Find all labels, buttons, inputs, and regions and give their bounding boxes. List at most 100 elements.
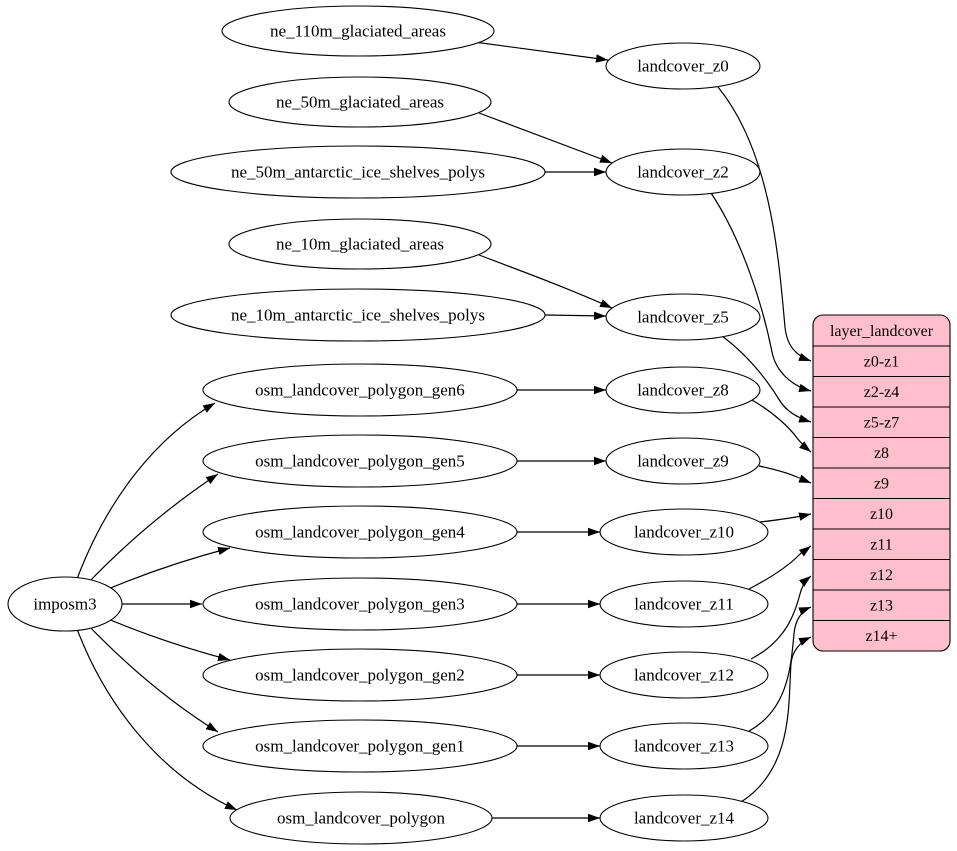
node-label-ne_50m_antarctic_ice_shelves_polys: ne_50m_antarctic_ice_shelves_polys [231, 163, 485, 182]
node-label-landcover_z0: landcover_z0 [637, 57, 729, 76]
record-row-label-z12: z12 [870, 567, 893, 584]
node-label-osm_landcover_polygon_gen3: osm_landcover_polygon_gen3 [255, 595, 465, 614]
record-row-z5-z7: z5-z7 [864, 415, 900, 432]
node-osm_landcover_polygon_gen5: osm_landcover_polygon_gen5 [202, 434, 518, 488]
node-landcover_z9: landcover_z9 [605, 437, 761, 485]
node-ellipse-landcover_z12 [599, 651, 769, 699]
node-osm_landcover_polygon_gen2: osm_landcover_polygon_gen2 [202, 648, 518, 702]
node-label-landcover_z14: landcover_z14 [634, 809, 735, 828]
record-frame [812, 314, 951, 652]
node-ellipse-landcover_z11 [599, 580, 769, 628]
record-row-label-z10: z10 [870, 506, 893, 523]
node-label-landcover_z8: landcover_z8 [637, 381, 729, 400]
node-label-landcover_z13: landcover_z13 [634, 737, 734, 756]
node-ellipse-imposm3 [7, 576, 123, 632]
edge-ne_110m_glaciated_areas-to-landcover_z0 [473, 41, 609, 63]
node-ellipse-osm_landcover_polygon_gen1 [202, 719, 518, 773]
node-label-osm_landcover_polygon_gen5: osm_landcover_polygon_gen5 [255, 452, 465, 471]
node-label-osm_landcover_polygon_gen4: osm_landcover_polygon_gen4 [255, 523, 465, 542]
node-ellipse-landcover_z9 [605, 437, 761, 485]
edge-imposm3-to-osm_landcover_polygon_gen4 [100, 546, 231, 593]
record-row-z0-z1: z0-z1 [864, 354, 900, 371]
node-imposm3: imposm3 [7, 576, 123, 632]
record-row-label-z9: z9 [874, 476, 889, 493]
edge-imposm3-to-osm_landcover_polygon_gen6 [76, 402, 216, 580]
record-row-label-z14+: z14+ [865, 628, 897, 645]
record-row-z11: z11 [870, 537, 893, 554]
record-row-z9: z9 [874, 476, 889, 493]
node-ne_10m_antarctic_ice_shelves_polys: ne_10m_antarctic_ice_shelves_polys [170, 288, 546, 342]
node-label-osm_landcover_polygon: osm_landcover_polygon [277, 809, 446, 828]
record-layer_landcover: layer_landcover z0-z1 z2-z4 z5-z7 z8 z9 z10 z11… [812, 314, 951, 652]
node-label-landcover_z5: landcover_z5 [637, 308, 729, 327]
node-label-landcover_z2: landcover_z2 [637, 163, 729, 182]
node-ellipse-landcover_z8 [605, 366, 761, 414]
node-ellipse-osm_landcover_polygon [229, 791, 493, 845]
node-landcover_z8: landcover_z8 [605, 366, 761, 414]
node-ne_10m_glaciated_areas: ne_10m_glaciated_areas [228, 218, 492, 270]
node-ne_50m_antarctic_ice_shelves_polys: ne_50m_antarctic_ice_shelves_polys [170, 145, 546, 199]
node-label-osm_landcover_polygon_gen6: osm_landcover_polygon_gen6 [255, 381, 465, 400]
node-landcover_z13: landcover_z13 [599, 722, 769, 770]
edge-landcover_z2-to-layer_landcover.z2-z4 [710, 192, 812, 393]
record-row-z12: z12 [870, 567, 893, 584]
node-ellipse-osm_landcover_polygon_gen2 [202, 648, 518, 702]
node-osm_landcover_polygon_gen1: osm_landcover_polygon_gen1 [202, 719, 518, 773]
edge-ne_10m_glaciated_areas-to-landcover_z5 [478, 254, 613, 309]
node-landcover_z10: landcover_z10 [599, 508, 769, 556]
node-landcover_z0: landcover_z0 [605, 42, 761, 90]
node-osm_landcover_polygon_gen3: osm_landcover_polygon_gen3 [202, 577, 518, 631]
edge-imposm3-to-osm_landcover_polygon_gen5 [85, 473, 219, 586]
edge-imposm3-to-osm_landcover_polygon_gen2 [100, 615, 231, 662]
edge-landcover_z10-to-layer_landcover.z10 [759, 512, 812, 523]
edge-landcover_z9-to-layer_landcover.z9 [758, 465, 812, 484]
node-ne_110m_glaciated_areas: ne_110m_glaciated_areas [221, 5, 495, 57]
node-label-landcover_z12: landcover_z12 [634, 666, 734, 685]
record-row-z8: z8 [874, 445, 889, 462]
record-row-label-z2-z4: z2-z4 [864, 384, 900, 401]
record-row-z2-z4: z2-z4 [864, 384, 900, 401]
node-ellipse-landcover_z0 [605, 42, 761, 90]
node-label-landcover_z11: landcover_z11 [634, 595, 733, 614]
record-row-z10: z10 [870, 506, 893, 523]
node-ellipse-landcover_z10 [599, 508, 769, 556]
node-ellipse-landcover_z5 [605, 293, 761, 341]
node-osm_landcover_polygon_gen6: osm_landcover_polygon_gen6 [202, 363, 518, 417]
node-ellipse-osm_landcover_polygon_gen5 [202, 434, 518, 488]
node-label-landcover_z10: landcover_z10 [634, 523, 734, 542]
edge-landcover_z0-to-layer_landcover.z0-z1 [717, 86, 812, 362]
node-osm_landcover_polygon: osm_landcover_polygon [229, 791, 493, 845]
record-title: layer_landcover [830, 323, 934, 340]
node-landcover_z11: landcover_z11 [599, 580, 769, 628]
record-row-z13: z13 [870, 598, 893, 615]
node-landcover_z14: landcover_z14 [599, 794, 769, 842]
node-label-osm_landcover_polygon_gen2: osm_landcover_polygon_gen2 [255, 666, 465, 685]
node-ellipse-ne_10m_glaciated_areas [228, 218, 492, 270]
node-landcover_z12: landcover_z12 [599, 651, 769, 699]
node-ellipse-landcover_z13 [599, 722, 769, 770]
node-label-ne_10m_antarctic_ice_shelves_polys: ne_10m_antarctic_ice_shelves_polys [231, 306, 485, 325]
record-row-label-z5-z7: z5-z7 [864, 415, 900, 432]
node-label-ne_110m_glaciated_areas: ne_110m_glaciated_areas [270, 22, 446, 41]
edge-imposm3-to-osm_landcover_polygon [76, 628, 238, 811]
edge-landcover_z5-to-layer_landcover.z5-z7 [721, 335, 812, 423]
node-landcover_z5: landcover_z5 [605, 293, 761, 341]
record-row-label-z0-z1: z0-z1 [864, 354, 900, 371]
node-ellipse-ne_50m_glaciated_areas [228, 76, 492, 128]
node-label-landcover_z9: landcover_z9 [637, 452, 729, 471]
node-label-imposm3: imposm3 [33, 595, 96, 614]
node-ellipse-landcover_z14 [599, 794, 769, 842]
record-row-label-z11: z11 [870, 537, 893, 554]
edge-landcover_z11-to-layer_landcover.z11 [748, 545, 812, 590]
node-ne_50m_glaciated_areas: ne_50m_glaciated_areas [228, 76, 492, 128]
node-ellipse-osm_landcover_polygon_gen6 [202, 363, 518, 417]
edges [76, 41, 812, 823]
edge-ne_50m_glaciated_areas-to-landcover_z2 [478, 112, 613, 164]
node-osm_landcover_polygon_gen4: osm_landcover_polygon_gen4 [202, 505, 518, 559]
node-ellipse-ne_110m_glaciated_areas [221, 5, 495, 57]
node-ellipse-ne_10m_antarctic_ice_shelves_polys [170, 288, 546, 342]
node-ellipse-osm_landcover_polygon_gen3 [202, 577, 518, 631]
node-label-osm_landcover_polygon_gen1: osm_landcover_polygon_gen1 [255, 737, 465, 756]
